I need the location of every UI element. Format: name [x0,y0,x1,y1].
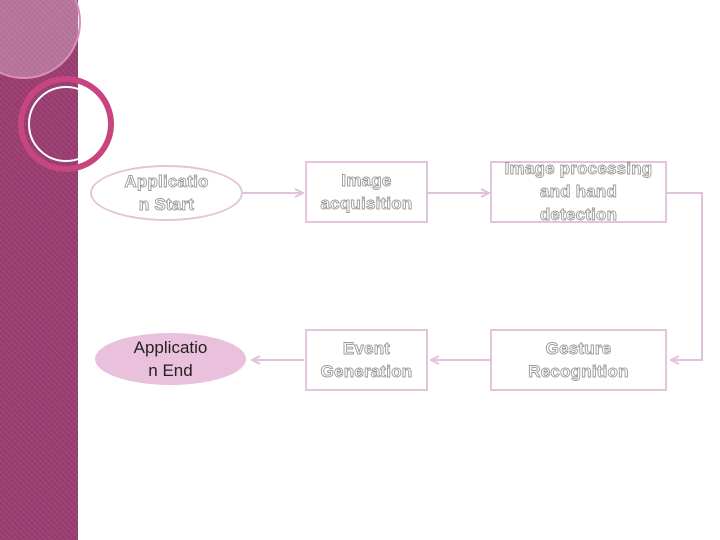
node-gesture-recognition: Gesture Recognition [490,329,667,391]
node-gesture-recognition-line-1: Gesture [545,339,612,359]
node-application-start: Applicatio n Start [90,165,243,221]
node-application-start-line-2: n Start [138,195,195,215]
node-event-generation-line-1: Event [342,339,391,359]
node-application-end-line-1: Applicatio [133,338,208,357]
node-image-acquisition: Image acquisition [305,161,428,223]
node-application-end-line-2: n End [148,361,193,380]
node-event-generation-line-2: Generation [320,362,413,382]
node-event-generation: Event Generation [305,329,428,391]
node-image-processing-line-3: detection [539,205,618,225]
node-application-start-line-1: Applicatio [124,172,209,192]
node-image-acquisition-line-1: Image [341,171,392,191]
node-image-processing: Image processing and hand detection [490,159,667,225]
node-image-processing-line-1: Image processing [504,159,653,179]
node-image-acquisition-line-2: acquisition [320,194,413,214]
node-application-end: Applicatio n End [95,333,246,385]
node-image-processing-line-2: and hand [539,182,618,202]
node-gesture-recognition-line-2: Recognition [528,362,629,382]
arrow-processing-to-gesture [667,192,703,360]
decorative-sidebar [0,0,78,540]
